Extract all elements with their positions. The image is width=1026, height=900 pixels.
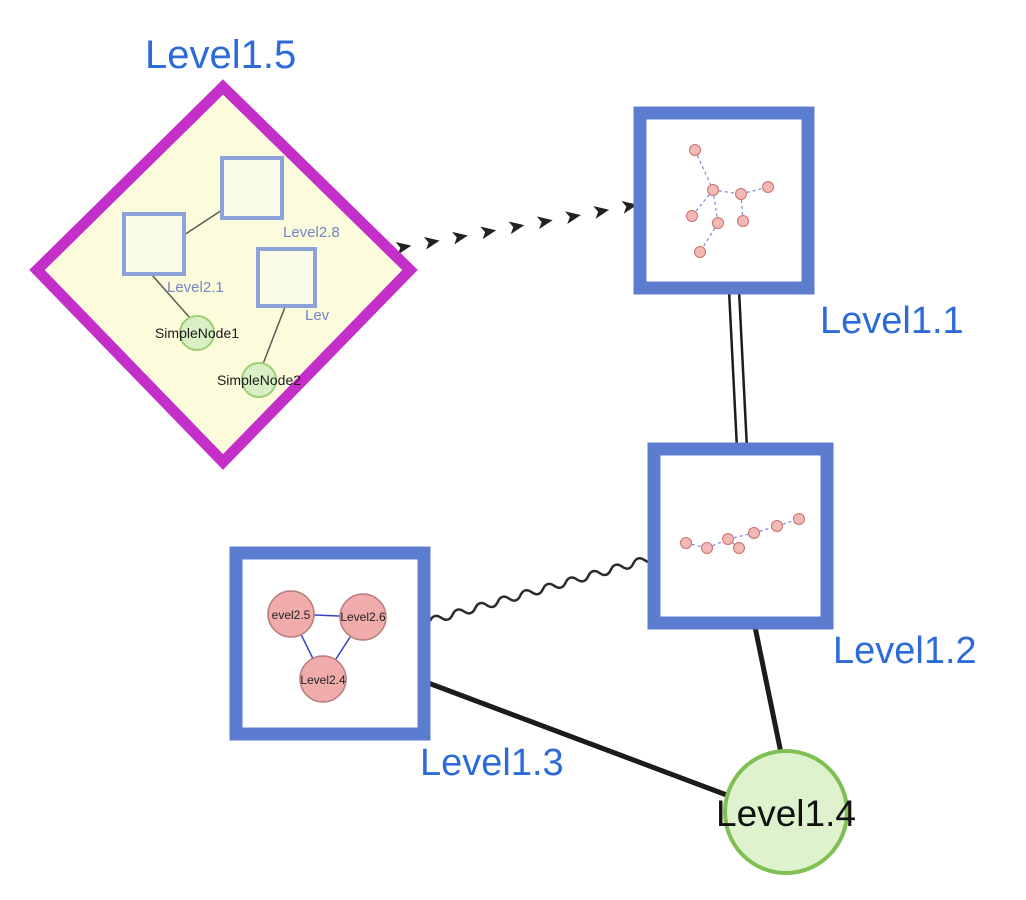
node-level1-2[interactable] <box>647 442 834 630</box>
mini-node <box>748 527 760 539</box>
node-level1-5[interactable]: Level2.8 Level2.1 Lev SimpleNode1 Simple… <box>29 79 418 470</box>
node-simplenode1[interactable] <box>179 315 215 351</box>
edge-level12-level14[interactable] <box>751 619 784 756</box>
node-label-level2-5: evel2.5 <box>272 608 311 622</box>
mini-node <box>712 217 724 229</box>
mini-edge <box>740 186 769 195</box>
mini-node <box>686 210 698 222</box>
mini-node <box>735 188 747 200</box>
edge-level13-level12[interactable] <box>428 556 658 622</box>
edge-level11-level12[interactable] <box>727 289 749 450</box>
node-level2-1[interactable] <box>122 212 186 276</box>
mini-node <box>707 184 719 196</box>
node-label-level1-2: Level1.2 <box>833 630 977 672</box>
mini-node <box>771 520 783 532</box>
mini-node <box>762 181 774 193</box>
node-level2-8[interactable] <box>220 156 284 220</box>
mini-edge <box>694 149 714 191</box>
edge-lev-simplenode2 <box>262 306 286 365</box>
mini-node <box>733 542 745 554</box>
node-label-level1-3: Level1.3 <box>420 742 564 784</box>
box-shape-level1-3[interactable] <box>229 546 431 741</box>
mini-node <box>701 542 713 554</box>
node-label-level1-4: Level1.4 <box>716 793 856 834</box>
mini-node <box>689 144 701 156</box>
node-level1-3[interactable]: evel2.5 Level2.6 Level2.4 <box>229 546 431 741</box>
mini-graph-level1-2 <box>680 513 805 554</box>
node-level1-1[interactable] <box>633 106 815 295</box>
edge-level28-level21 <box>183 209 223 236</box>
node-label-level2-6: Level2.6 <box>340 610 386 624</box>
node-level1-4[interactable]: Level1.4 <box>716 749 856 875</box>
node-label-level2-1: Level2.1 <box>167 279 224 296</box>
node-label-level1-5: Level1.5 <box>145 33 296 77</box>
mini-edge <box>727 532 755 540</box>
node-label-level2-8: Level2.8 <box>283 224 340 241</box>
mini-edge <box>712 189 742 195</box>
double-line-left <box>727 289 739 450</box>
edge-level13-level14[interactable] <box>420 678 735 800</box>
node-level2-6[interactable] <box>339 593 387 641</box>
mini-node <box>680 537 692 549</box>
mini-edge <box>740 193 744 222</box>
edge-level21-simplenode1 <box>151 274 191 319</box>
node-label-simplenode2: SimpleNode2 <box>217 372 301 388</box>
node-label-level2-4: Level2.4 <box>300 673 346 687</box>
node-level2-4[interactable] <box>299 655 347 703</box>
edge-level15-level11[interactable] <box>395 201 638 255</box>
mini-node <box>722 533 734 545</box>
mini-node <box>694 246 706 258</box>
node-label-level2-trunc: Lev <box>305 307 330 324</box>
node-level2-trunc[interactable] <box>256 247 317 308</box>
diamond-shape[interactable] <box>29 79 418 470</box>
mini-node <box>793 513 805 525</box>
node-label-level1-1: Level1.1 <box>820 300 964 342</box>
node-label-simplenode1: SimpleNode1 <box>155 325 239 341</box>
node-level2-5[interactable] <box>267 590 315 638</box>
circle-shape-level1-4[interactable] <box>723 749 849 875</box>
box-shape-level1-1[interactable] <box>633 106 815 295</box>
double-line-right <box>737 289 749 450</box>
mini-graph-level1-1 <box>686 144 774 258</box>
mini-node <box>737 215 749 227</box>
node-simplenode2[interactable] <box>241 362 277 398</box>
